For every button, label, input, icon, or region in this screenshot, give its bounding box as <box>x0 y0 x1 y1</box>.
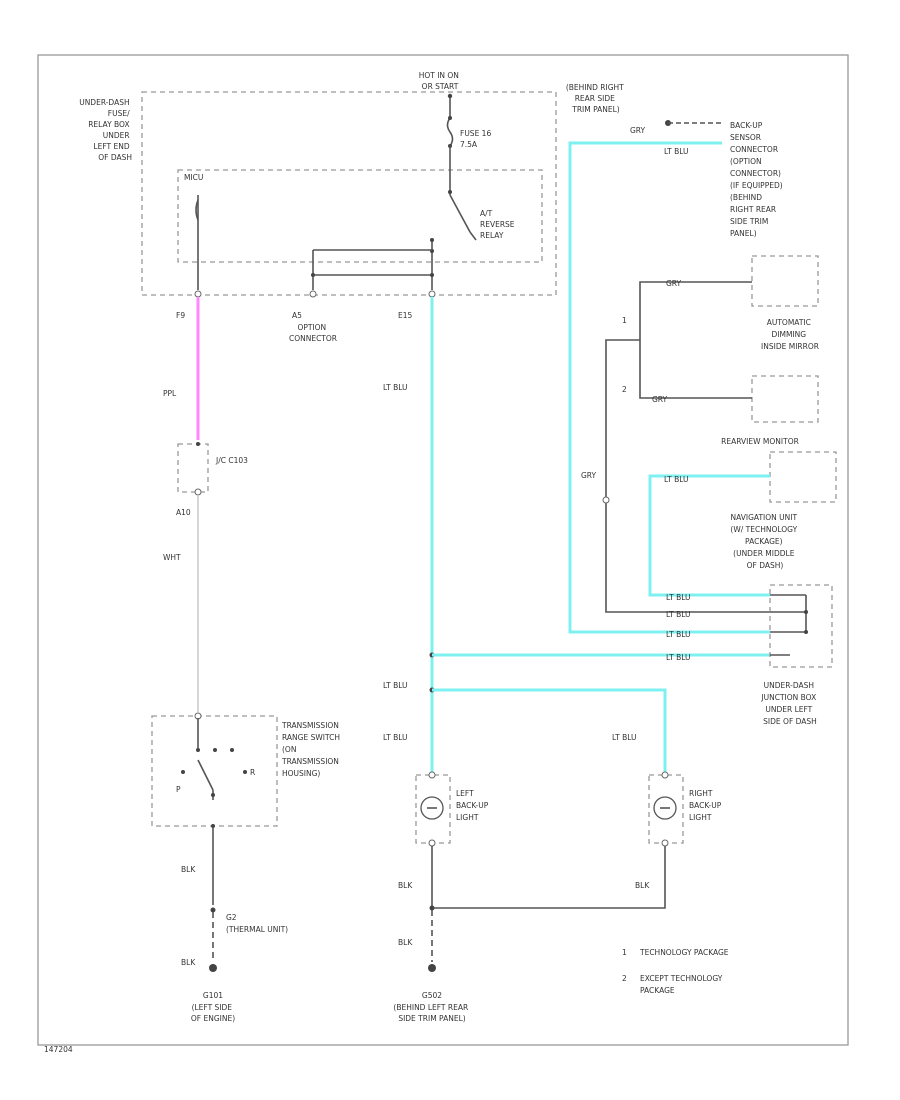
relay-switch-icon <box>449 194 471 233</box>
ground-g502: G502 (BEHIND LEFT REAR SIDE TRIM PANEL) <box>393 991 470 1023</box>
pin-f9: F9 <box>176 311 185 320</box>
ground-g101-icon <box>209 964 217 972</box>
switch-label: TRANSMISSION RANGE SWITCH (ON TRANSMISSI… <box>281 721 342 778</box>
wht-wire-label: WHT <box>163 553 181 562</box>
rearview-monitor: REARVIEW MONITOR LT BLU <box>648 437 837 597</box>
blk-lamp-ground-label: BLK <box>398 938 413 947</box>
backup-sensor-location: (BEHIND RIGHT REAR SIDE TRIM PANEL) <box>566 83 626 114</box>
mirror-gry-2: GRY <box>652 395 668 404</box>
blk-lamp-left-label: BLK <box>398 881 413 890</box>
junction-wire-1: LT BLU <box>666 593 691 602</box>
backup-sensor-gry: GRY <box>630 126 646 135</box>
junction-wire-2: LT BLU <box>666 610 691 619</box>
option-connector-label: OPTION CONNECTOR <box>289 323 337 343</box>
fuse-box-label: UNDER-DASH FUSE/ RELAY BOX UNDER LEFT EN… <box>79 98 132 162</box>
option-connector: A5 OPTION CONNECTOR <box>289 311 337 343</box>
blk-wire-right-lamp <box>432 846 666 909</box>
switch-pos-p: P <box>176 785 181 794</box>
legend: 1 TECHNOLOGY PACKAGE 2 EXCEPT TECHNOLOGY… <box>622 948 729 995</box>
auto-dimming-mirror: GRY GRY 1 2 GRY AUTOMATIC DIMMING INSIDE… <box>581 255 819 613</box>
c103-label: J/C C103 <box>215 456 248 465</box>
lt-blu-backup-sensor-wire <box>568 141 770 634</box>
mirror-label: AUTOMATIC DIMMING INSIDE MIRROR <box>761 318 819 351</box>
ppl-wire-label: PPL <box>163 389 177 398</box>
under-dash-junction-box: LT BLU LT BLU LT BLU LT BLU UNDER-DASH J… <box>666 584 833 726</box>
g502-label: (BEHIND LEFT REAR SIDE TRIM PANEL) <box>393 1003 470 1023</box>
junction-box-outline <box>769 584 833 668</box>
ground-g101: G101 (LEFT SIDE OF ENGINE) <box>191 991 235 1023</box>
lt-blu-monitor-wire <box>648 474 770 597</box>
diagram-frame <box>37 54 849 1046</box>
rearview-monitor-outline <box>769 451 837 503</box>
micu-label: MICU <box>184 173 203 182</box>
left-backup-light: LEFT BACK-UP LIGHT <box>415 771 491 847</box>
navigation-label: NAVIGATION UNIT (W/ TECHNOLOGY PACKAGE) … <box>730 513 799 570</box>
lt-blu-right-lamp-label: LT BLU <box>612 733 637 742</box>
mirror-outline-1 <box>751 255 819 307</box>
blk-switch-upper-label: BLK <box>181 865 196 874</box>
junction-wire-4: LT BLU <box>666 653 691 662</box>
connector-c103: J/C C103 A10 <box>176 442 248 517</box>
rearview-monitor-wire: LT BLU <box>664 475 689 484</box>
g502-id: G502 <box>422 991 442 1000</box>
switch-contact-icon <box>197 759 214 791</box>
fuse-box-outline <box>141 91 557 296</box>
transmission-range-switch: P R TRANSMISSION RANGE SWITCH (ON TRANSM… <box>151 712 342 828</box>
right-backup-light: RIGHT BACK-UP LIGHT <box>648 771 724 847</box>
rearview-monitor-label: REARVIEW MONITOR <box>721 437 799 446</box>
pin-e15: E15 <box>398 311 413 320</box>
fuse-icon <box>446 117 454 147</box>
option-connector-id: A5 <box>292 311 302 320</box>
backup-sensor-label: BACK-UP SENSOR CONNECTOR (OPTION CONNECT… <box>730 121 785 238</box>
relay-label: A/T REVERSE RELAY <box>480 209 517 240</box>
hot-label: HOT IN ON OR START <box>419 71 462 91</box>
left-lamp-label: LEFT BACK-UP LIGHT <box>456 789 491 822</box>
legend-item-2: 2 EXCEPT TECHNOLOGY PACKAGE <box>622 974 725 995</box>
mirror-gry-3: GRY <box>581 471 597 480</box>
mirror-variant-1: 1 <box>622 316 627 325</box>
g101-label: (LEFT SIDE OF ENGINE) <box>191 1003 235 1023</box>
navigation-unit: NAVIGATION UNIT (W/ TECHNOLOGY PACKAGE) … <box>730 513 799 570</box>
backup-sensor-ltblu: LT BLU <box>664 147 689 156</box>
blk-switch-lower-label: BLK <box>181 958 196 967</box>
g101-id: G101 <box>203 991 223 1000</box>
mirror-gry-1: GRY <box>666 279 682 288</box>
fuse-label: FUSE 16 7.5A <box>460 129 494 149</box>
switch-pos-r: R <box>250 768 255 777</box>
lt-blu-left-lamp-label: LT BLU <box>383 733 408 742</box>
ground-g502-icon <box>428 964 436 972</box>
fuse-relay-box: UNDER-DASH FUSE/ RELAY BOX UNDER LEFT EN… <box>79 71 557 320</box>
backup-sensor-connector: (BEHIND RIGHT REAR SIDE TRIM PANEL) GRY … <box>566 83 785 634</box>
thermal-unit-label: G2 (THERMAL UNIT) <box>226 913 288 934</box>
lt-blu-mid-label: LT BLU <box>383 681 408 690</box>
micu-outline <box>177 169 543 263</box>
switch-outline <box>151 715 278 827</box>
mirror-variant-2: 2 <box>622 385 627 394</box>
right-lamp-label: RIGHT BACK-UP LIGHT <box>689 789 724 822</box>
mirror-outline-2 <box>751 375 819 423</box>
diagram-id: 147204 <box>44 1045 73 1054</box>
lt-blu-branch-right-lamp <box>432 688 667 772</box>
blk-lamp-right-label: BLK <box>635 881 650 890</box>
pin-a10: A10 <box>176 508 191 517</box>
junction-box-label: UNDER-DASH JUNCTION BOX UNDER LEFT SIDE … <box>760 681 818 726</box>
junction-wire-3: LT BLU <box>666 630 691 639</box>
legend-item-1: 1 TECHNOLOGY PACKAGE <box>622 948 729 957</box>
lt-blu-e15-label: LT BLU <box>383 383 408 392</box>
